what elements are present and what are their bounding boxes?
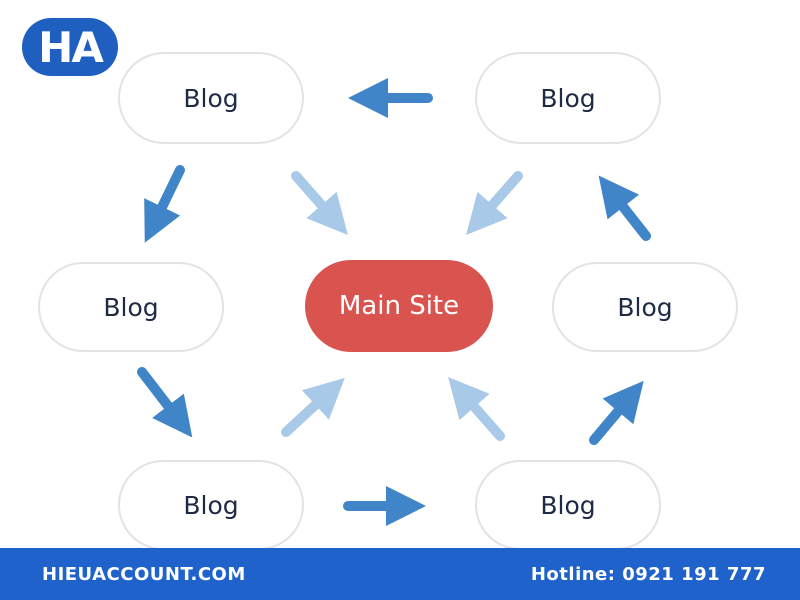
- blog-node-label: Blog: [183, 83, 239, 113]
- blog-node-label: Blog: [617, 292, 673, 322]
- blog-node-bottom-right: Blog: [475, 460, 661, 550]
- footer-website[interactable]: HIEUACCOUNT.COM: [42, 563, 246, 585]
- main-site-label: Main Site: [338, 291, 460, 321]
- arrow-top-left-to-mid-left: [144, 165, 185, 243]
- blog-node-label: Blog: [540, 83, 596, 113]
- footer-bar: HIEUACCOUNT.COM Hotline: 0921 191 777: [0, 548, 800, 600]
- blog-node-top-right: Blog: [475, 52, 661, 144]
- arrow-mid-right-to-top-right: [598, 175, 651, 241]
- blog-node-top-left: Blog: [118, 52, 304, 144]
- arrow-mid-left-to-bottom-left: [137, 367, 193, 438]
- arrow-top-right-to-main: [466, 171, 523, 236]
- main-site-node: Main Site: [305, 260, 493, 352]
- blog-node-label: Blog: [183, 490, 239, 520]
- blog-node-mid-right: Blog: [552, 262, 738, 352]
- blog-node-label: Blog: [103, 292, 159, 322]
- arrow-bottom-left-to-main: [281, 377, 345, 437]
- arrow-top-left-to-main: [291, 171, 348, 236]
- blog-node-mid-left: Blog: [38, 262, 224, 352]
- blog-node-bottom-left: Blog: [118, 460, 304, 550]
- blog-node-label: Blog: [540, 490, 596, 520]
- brand-logo: HA: [22, 18, 118, 76]
- footer-hotline[interactable]: Hotline: 0921 191 777: [530, 563, 766, 585]
- brand-logo-text: HA: [38, 22, 104, 72]
- arrow-bottom-right-to-mid-right: [589, 380, 644, 445]
- arrow-bottom-right-to-main: [448, 376, 505, 441]
